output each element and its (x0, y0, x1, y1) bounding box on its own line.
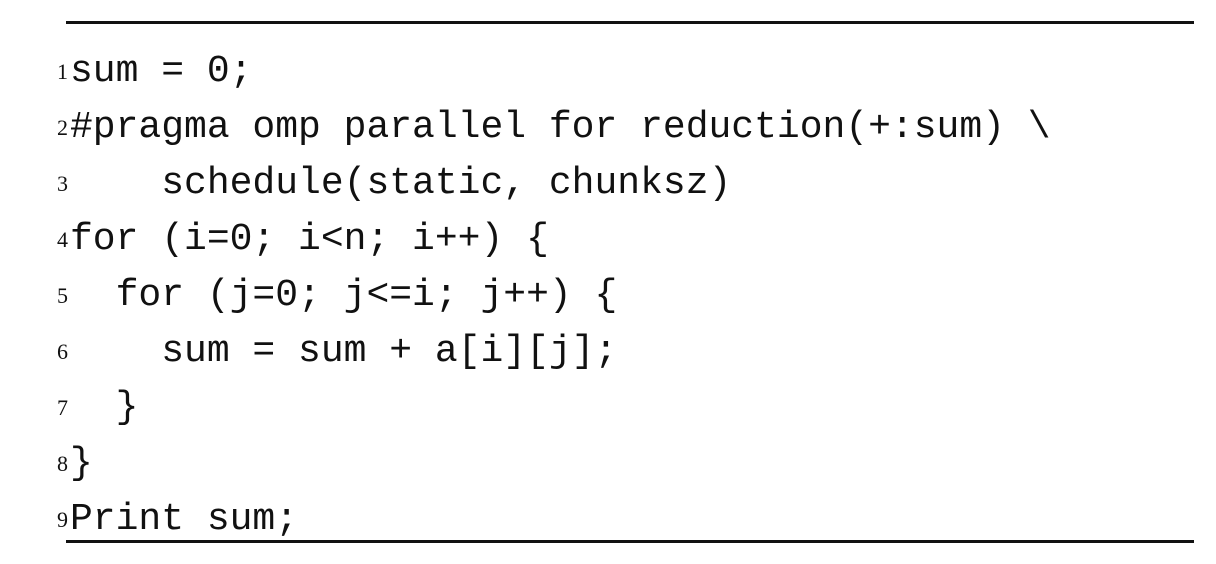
line-number: 1 (57, 59, 68, 84)
code-line-6: 6 sum = sum + a[i][j]; (40, 324, 617, 380)
code-text: Print sum; (70, 498, 299, 541)
top-rule (66, 21, 1194, 24)
code-line-4: 4 for (i=0; i<n; i++) { (40, 212, 549, 268)
bottom-rule (66, 540, 1194, 543)
code-line-9: 9 Print sum; (40, 492, 298, 548)
code-text: #pragma omp parallel for reduction(+:sum… (70, 106, 1051, 149)
code-line-3: 3 schedule(static, chunksz) (40, 156, 731, 212)
code-line-1: 1 sum = 0; (40, 44, 252, 100)
code-line-7: 7 } (40, 380, 138, 436)
line-number: 5 (57, 283, 68, 308)
code-text: sum = 0; (70, 50, 253, 93)
line-number: 7 (57, 395, 68, 420)
line-number: 6 (57, 339, 68, 364)
line-number: 2 (57, 115, 68, 140)
code-text: } (70, 442, 93, 485)
code-text: sum = sum + a[i][j]; (70, 330, 618, 373)
code-line-8: 8 } (40, 436, 93, 492)
code-text: schedule(static, chunksz) (70, 162, 732, 205)
line-number: 3 (57, 171, 68, 196)
code-line-5: 5 for (j=0; j<=i; j++) { (40, 268, 617, 324)
line-number: 4 (57, 227, 68, 252)
code-text: for (j=0; j<=i; j++) { (70, 274, 618, 317)
line-number: 9 (57, 507, 68, 532)
code-line-2: 2 #pragma omp parallel for reduction(+:s… (40, 100, 1051, 156)
code-text: for (i=0; i<n; i++) { (70, 218, 549, 261)
line-number: 8 (57, 451, 68, 476)
code-text: } (70, 386, 139, 429)
